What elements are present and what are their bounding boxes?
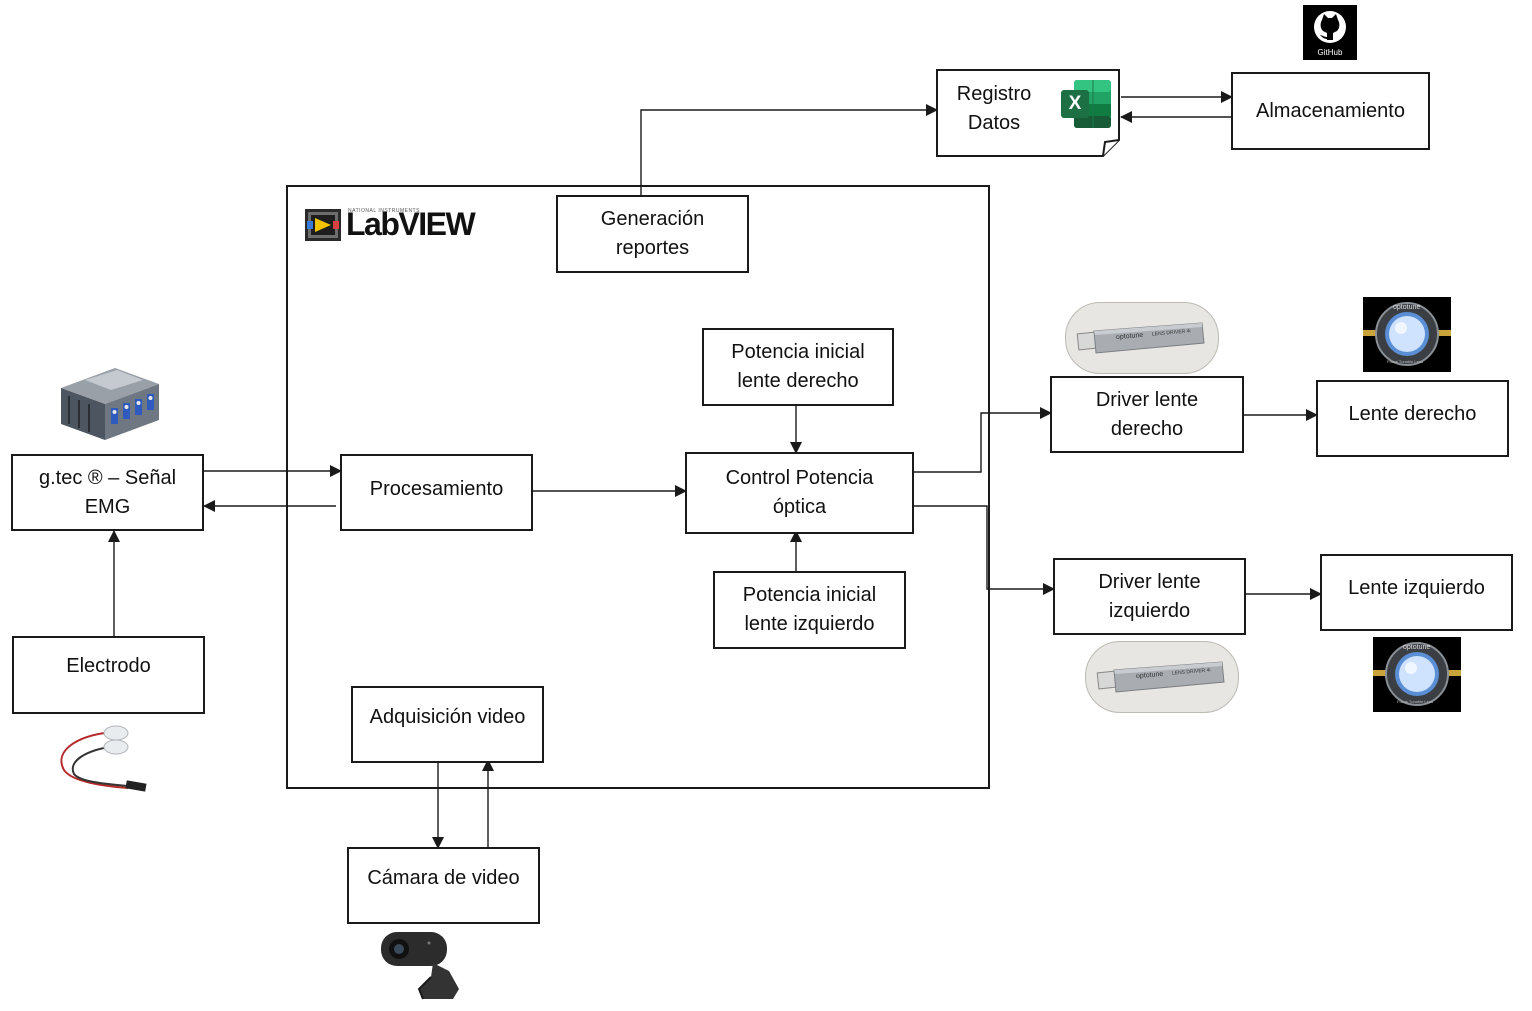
arrow-control-driver-izq: [913, 505, 1055, 595]
github-label: GitHub: [1317, 48, 1343, 57]
lente-izquierdo-label: Lente izquierdo: [1348, 577, 1485, 599]
lente-izquierdo-caption: Focus Tunable Lens: [1397, 699, 1434, 704]
control-potencia-label: Control Potencia óptica: [725, 467, 874, 518]
driver-izquierdo-image: optotune LENS DRIVER 4i: [1085, 641, 1239, 713]
labview-container: [286, 185, 990, 789]
driver-izquierdo-label: Driver lente izquierdo: [1098, 570, 1201, 622]
arrow-control-driver-der: [911, 407, 1052, 473]
lente-izquierdo-image: optotune Focus Tunable Lens: [1373, 637, 1461, 712]
driver-izquierdo-box: Driver lente izquierdo: [1053, 558, 1246, 635]
electrode-icon: [60, 725, 147, 792]
usb-driver-icon: [1096, 661, 1225, 693]
webcam-icon: [381, 932, 459, 1000]
lente-derecho-box: Lente derecho: [1316, 380, 1509, 457]
camara-video-box: Cámara de video: [347, 847, 540, 924]
procesamiento-label: Procesamiento: [369, 478, 504, 500]
excel-letter: X: [1068, 93, 1082, 114]
potencia-izquierdo-label: Potencia inicial lente izquierdo: [742, 584, 877, 635]
usb-driver-icon: [1076, 322, 1205, 354]
almacenamiento-box: Almacenamiento: [1231, 72, 1430, 150]
tunable-lens-icon: [1363, 302, 1451, 366]
lente-derecho-label: Lente derecho: [1348, 403, 1477, 425]
lente-derecho-brand: optotune: [1393, 304, 1421, 311]
tunable-lens-icon: [1373, 642, 1461, 706]
driver-derecho-box: Driver lente derecho: [1050, 376, 1244, 453]
arrow-generacion-registro: [640, 104, 938, 195]
registro-datos-label: Registro Datos: [956, 83, 1032, 134]
adquisicion-video-label: Adquisición video: [369, 706, 526, 728]
labview-icon: [305, 209, 341, 241]
adquisicion-video-box: Adquisición video: [351, 686, 544, 763]
lente-derecho-image: optotune Focus Tunable Lens: [1363, 297, 1451, 372]
labview-logo: NATIONAL INSTRUMENTS LabVIEW: [304, 206, 476, 244]
procesamiento-box: Procesamiento: [340, 454, 533, 531]
github-icon: [1314, 11, 1346, 43]
potencia-derecho-box: Potencia inicial lente derecho: [702, 328, 894, 406]
potencia-izquierdo-box: Potencia inicial lente izquierdo: [713, 571, 906, 649]
labview-wordmark: LabVIEW: [346, 206, 476, 242]
excel-icon: X: [1060, 79, 1112, 129]
electrodo-label: Electrodo: [66, 654, 151, 677]
almacenamiento-label: Almacenamiento: [1256, 99, 1405, 122]
labview-vendor: NATIONAL INSTRUMENTS: [348, 208, 420, 214]
generacion-reportes-box: Generación reportes: [556, 195, 749, 273]
camara-video-label: Cámara de video: [367, 867, 520, 889]
github-logo: GitHub: [1303, 5, 1357, 60]
lente-izquierdo-brand: optotune: [1403, 644, 1431, 651]
generacion-reportes-label: Generación reportes: [600, 208, 705, 259]
driver-derecho-image: optotune LENS DRIVER 4i: [1065, 302, 1219, 374]
lente-derecho-caption: Focus Tunable Lens: [1387, 359, 1424, 364]
control-potencia-box: Control Potencia óptica: [685, 452, 914, 534]
lente-izquierdo-box: Lente izquierdo: [1320, 554, 1513, 631]
electrodo-box: Electrodo: [12, 636, 205, 714]
driver-derecho-label: Driver lente derecho: [1095, 388, 1199, 440]
gtec-label: g.tec ® – Señal EMG: [38, 466, 177, 518]
gtec-box: g.tec ® – Señal EMG: [11, 454, 204, 531]
gtec-amplifier-icon: [61, 368, 159, 440]
potencia-derecho-label: Potencia inicial lente derecho: [731, 341, 865, 392]
